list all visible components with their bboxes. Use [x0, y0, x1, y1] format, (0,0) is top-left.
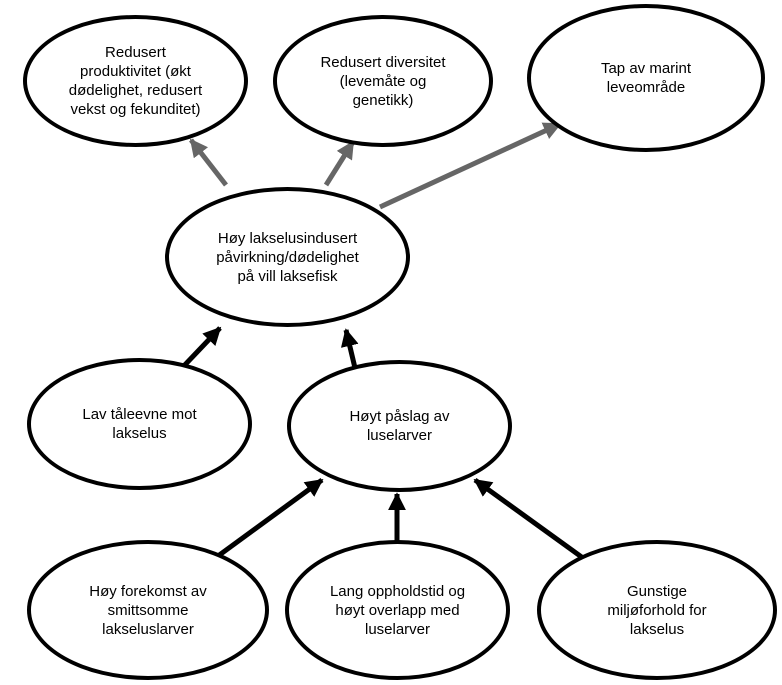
node-low-tolerance-label: Lav tåleevne mot lakselus	[82, 406, 197, 442]
node-favourable-conditions: Gunstige miljøforhold for lakselus	[537, 540, 777, 680]
node-high-louse-impact: Høy lakselusindusert påvirkning/dødeligh…	[165, 187, 410, 327]
node-reduced-productivity: Redusert produktivitet (økt dødelighet, …	[23, 15, 248, 147]
arrow-conditions-to-infestation	[473, 477, 585, 561]
node-reduced-diversity-label: Redusert diversitet (levemåte og genetik…	[320, 53, 446, 109]
node-habitat-loss-label: Tap av marint leveområde	[600, 60, 692, 96]
node-favourable-conditions-label: Gunstige miljøforhold for lakselus	[607, 582, 707, 638]
node-long-residence-label: Lang oppholdstid og høyt overlapp med lu…	[329, 582, 466, 638]
arrow-impact-to-habitat	[378, 121, 562, 210]
node-low-tolerance: Lav tåleevne mot lakselus	[27, 358, 252, 490]
node-high-infestation: Høyt påslag av luselarver	[287, 360, 512, 492]
node-high-louse-impact-label: Høy lakselusindusert påvirkning/dødeligh…	[216, 229, 359, 285]
arrow-infestation-to-impact	[340, 328, 359, 369]
arrow-impact-to-diversity	[323, 140, 356, 187]
arrow-tolerance-to-impact	[178, 326, 222, 372]
node-high-infestation-label: Høyt påslag av luselarver	[349, 408, 450, 444]
arrow-occurrence-to-infestation	[216, 477, 324, 559]
node-long-residence: Lang oppholdstid og høyt overlapp med lu…	[285, 540, 510, 680]
arrow-impact-to-productivity	[189, 138, 228, 187]
node-high-larvae-occurrence-label: Høy forekomst av smittsomme lakseluslarv…	[89, 582, 207, 638]
node-reduced-productivity-label: Redusert produktivitet (økt dødelighet, …	[68, 44, 203, 118]
node-reduced-diversity: Redusert diversitet (levemåte og genetik…	[273, 15, 493, 147]
node-high-larvae-occurrence: Høy forekomst av smittsomme lakseluslarv…	[27, 540, 269, 680]
node-habitat-loss: Tap av marint leveområde	[527, 4, 765, 152]
